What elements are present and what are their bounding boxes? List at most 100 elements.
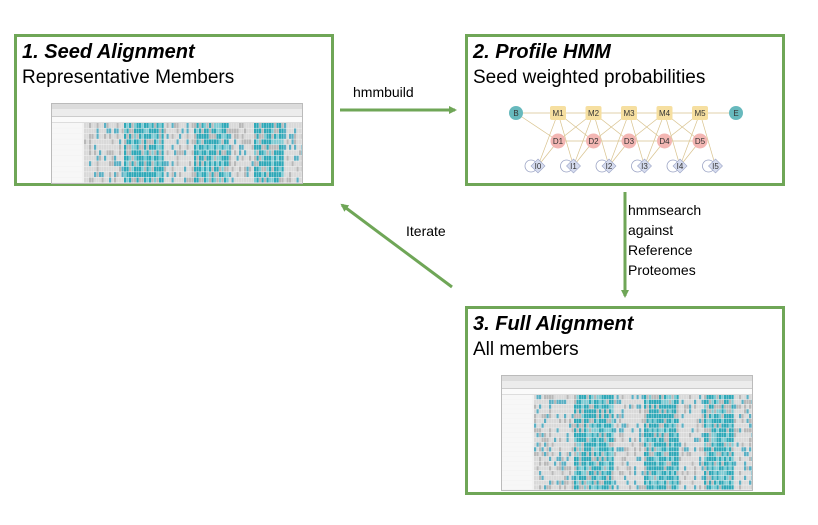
residue-cell: [561, 452, 564, 457]
residue-cell: [161, 144, 164, 150]
residue-cell: [556, 404, 559, 409]
residue-cell: [229, 123, 232, 128]
residue-cell: [171, 172, 174, 178]
residue-cell: [564, 475, 567, 480]
residue-cell: [716, 423, 719, 428]
residue-cell: [604, 409, 607, 414]
residue-cell: [286, 177, 289, 183]
residue-cell: [106, 161, 109, 167]
residue-cell: [184, 166, 187, 172]
residue-cell: [616, 461, 619, 466]
residue-cell: [719, 456, 722, 461]
residue-cell: [656, 404, 659, 409]
residue-cell: [721, 447, 724, 452]
residue-cell: [161, 166, 164, 172]
residue-cell: [544, 461, 547, 466]
residue-cell: [589, 437, 592, 442]
residue-cell: [221, 139, 224, 145]
residue-cell: [711, 428, 714, 433]
residue-cell: [651, 409, 654, 414]
residue-cell: [751, 452, 752, 457]
residue-cell: [649, 485, 652, 490]
residue-cell: [656, 409, 659, 414]
residue-cell: [576, 456, 579, 461]
residue-cell: [274, 161, 277, 167]
residue-cell: [154, 139, 157, 145]
residue-cell: [251, 128, 254, 134]
residue-cell: [181, 133, 184, 139]
residue-cell: [124, 177, 127, 183]
residue-cell: [704, 399, 707, 404]
residue-cell: [649, 409, 652, 414]
residue-cell: [721, 456, 724, 461]
residue-cell: [241, 139, 244, 145]
residue-cell: [91, 155, 94, 161]
sequence-id: [52, 139, 82, 145]
residue-cell: [86, 144, 89, 150]
residue-cell: [749, 461, 752, 466]
residue-cell: [544, 437, 547, 442]
residue-cell: [609, 409, 612, 414]
residue-cell: [659, 480, 662, 485]
residue-cell: [566, 485, 569, 490]
residue-cell: [129, 123, 132, 128]
residue-cell: [721, 404, 724, 409]
residue-cell: [164, 166, 167, 172]
residue-cell: [166, 155, 169, 161]
residue-cell: [259, 150, 262, 156]
residue-cell: [726, 433, 729, 438]
residue-cell: [631, 461, 634, 466]
residue-cell: [571, 409, 574, 414]
residue-cell: [219, 177, 222, 183]
residue-cell: [636, 423, 639, 428]
residue-cell: [599, 399, 602, 404]
residue-cell: [566, 471, 569, 476]
residue-cell: [121, 144, 124, 150]
residue-cell: [604, 437, 607, 442]
residue-cell: [149, 166, 152, 172]
residue-cell: [569, 399, 572, 404]
residue-cell: [746, 471, 749, 476]
residue-cell: [106, 172, 109, 178]
residue-cell: [114, 172, 117, 178]
residue-cell: [181, 150, 184, 156]
insert-state: [637, 158, 652, 174]
residue-cell: [574, 466, 577, 471]
sequence-id: [502, 456, 532, 461]
residue-cell: [704, 428, 707, 433]
residue-cell: [711, 466, 714, 471]
residue-cell: [536, 404, 539, 409]
residue-cell: [736, 480, 739, 485]
residue-cell: [739, 414, 742, 419]
residue-cell: [261, 128, 264, 134]
residue-cell: [209, 139, 212, 145]
residue-cell: [671, 475, 674, 480]
residue-cell: [611, 461, 614, 466]
residue-cell: [164, 150, 167, 156]
residue-cell: [746, 399, 749, 404]
residue-cell: [159, 155, 162, 161]
residue-cell: [721, 442, 724, 447]
residue-cell: [91, 128, 94, 134]
residue-cell: [629, 475, 632, 480]
residue-cell: [241, 166, 244, 172]
residue-cell: [126, 150, 129, 156]
residue-cell: [181, 128, 184, 134]
residue-cell: [94, 161, 97, 167]
residue-cell: [131, 139, 134, 145]
residue-cell: [264, 172, 267, 178]
residue-cell: [109, 128, 112, 134]
residue-cell: [549, 404, 552, 409]
residue-cell: [129, 144, 132, 150]
residue-cell: [686, 471, 689, 476]
residue-cell: [694, 414, 697, 419]
residue-cell: [564, 480, 567, 485]
residue-cell: [621, 395, 624, 400]
residue-cell: [634, 414, 637, 419]
residue-cell: [671, 428, 674, 433]
residue-cell: [709, 471, 712, 476]
residue-cell: [694, 485, 697, 490]
residue-cell: [566, 447, 569, 452]
residue-cell: [221, 172, 224, 178]
residue-cell: [571, 485, 574, 490]
